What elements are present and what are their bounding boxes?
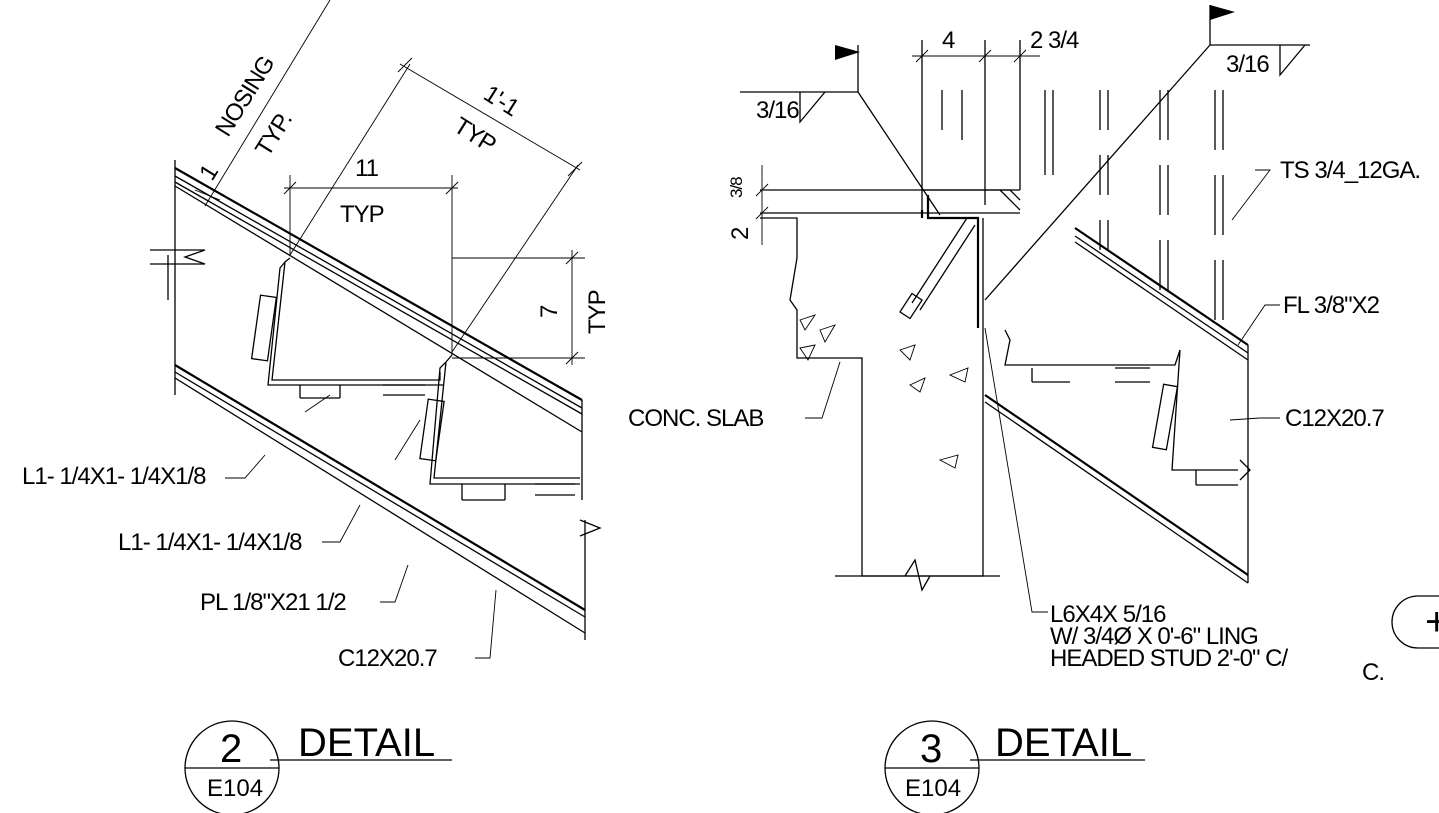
detail-2-sheet: E104	[207, 775, 263, 802]
tube-label: TS 3/4_12GA.	[1280, 157, 1420, 184]
detail-3-sheet: E104	[905, 775, 961, 802]
channel-label: C12X20.7	[338, 645, 437, 672]
dim-11-typ-label: TYP	[340, 201, 384, 228]
plate-label: PL 1/8"X21 1/2	[200, 589, 346, 616]
detail-2-title: DETAIL	[298, 721, 435, 765]
dim-7-label: 7	[536, 305, 563, 318]
channel-label-right: C12X20.7	[1285, 405, 1384, 432]
slab-label: CONC. SLAB	[628, 405, 763, 432]
edge-marker-symbol: +	[1425, 600, 1439, 644]
dim-1-1-label: 1'-1	[479, 80, 524, 122]
dim-11-label: 11	[355, 155, 379, 182]
stringer-bottom-line	[174, 364, 586, 611]
stringer-top-inner	[174, 185, 583, 433]
angle-line3: HEADED STUD 2'-0" C/	[1050, 645, 1288, 672]
angle-line2: W/ 3/4Ø X 0'-6" LING	[1050, 623, 1258, 650]
detail-3: 4 2 3/4 3/16 3/16 3/8 2 TS 3/4_12GA. FL …	[628, 5, 1421, 813]
dim-1-1-typ-label: TYP	[449, 112, 500, 158]
detail-3-number: 3	[920, 727, 942, 771]
weld-flag-left	[835, 45, 860, 60]
stringer-top-line	[174, 167, 583, 401]
weld-leader-left	[857, 91, 941, 216]
angle-line3-end: C.	[1362, 659, 1384, 686]
detail-2: NOSING TYP. 1 11 TYP 1'-1 TYP 7 TYP L1- …	[22, 0, 611, 813]
dim-2-label: 2	[727, 227, 754, 240]
edge-marker: +	[1391, 595, 1439, 649]
angle-upper-label: L1- 1/4X1- 1/4X1/8	[22, 463, 206, 490]
angle-lower-label: L1- 1/4X1- 1/4X1/8	[118, 529, 302, 556]
detail-3-title: DETAIL	[995, 721, 1132, 765]
dim-7-typ-label: TYP	[584, 290, 611, 334]
nosing-typ-label: TYP.	[250, 108, 297, 162]
weld-left-label: 3/16	[756, 97, 799, 124]
weld-right-label: 3/16	[1226, 51, 1269, 78]
detail-2-number: 2	[220, 727, 242, 771]
weld-flag-right	[1210, 5, 1235, 20]
angle-line1: L6X4X 5/16	[1050, 601, 1166, 628]
dim-2-3-4-label: 2 3/4	[1030, 27, 1079, 54]
dim-4-label: 4	[942, 27, 955, 54]
concrete-slab-outline	[760, 217, 984, 577]
weld-leader-right	[984, 44, 1211, 301]
flat-bar-label: FL 3/8"X2	[1283, 292, 1380, 319]
dim-3-8-label: 3/8	[727, 177, 746, 198]
